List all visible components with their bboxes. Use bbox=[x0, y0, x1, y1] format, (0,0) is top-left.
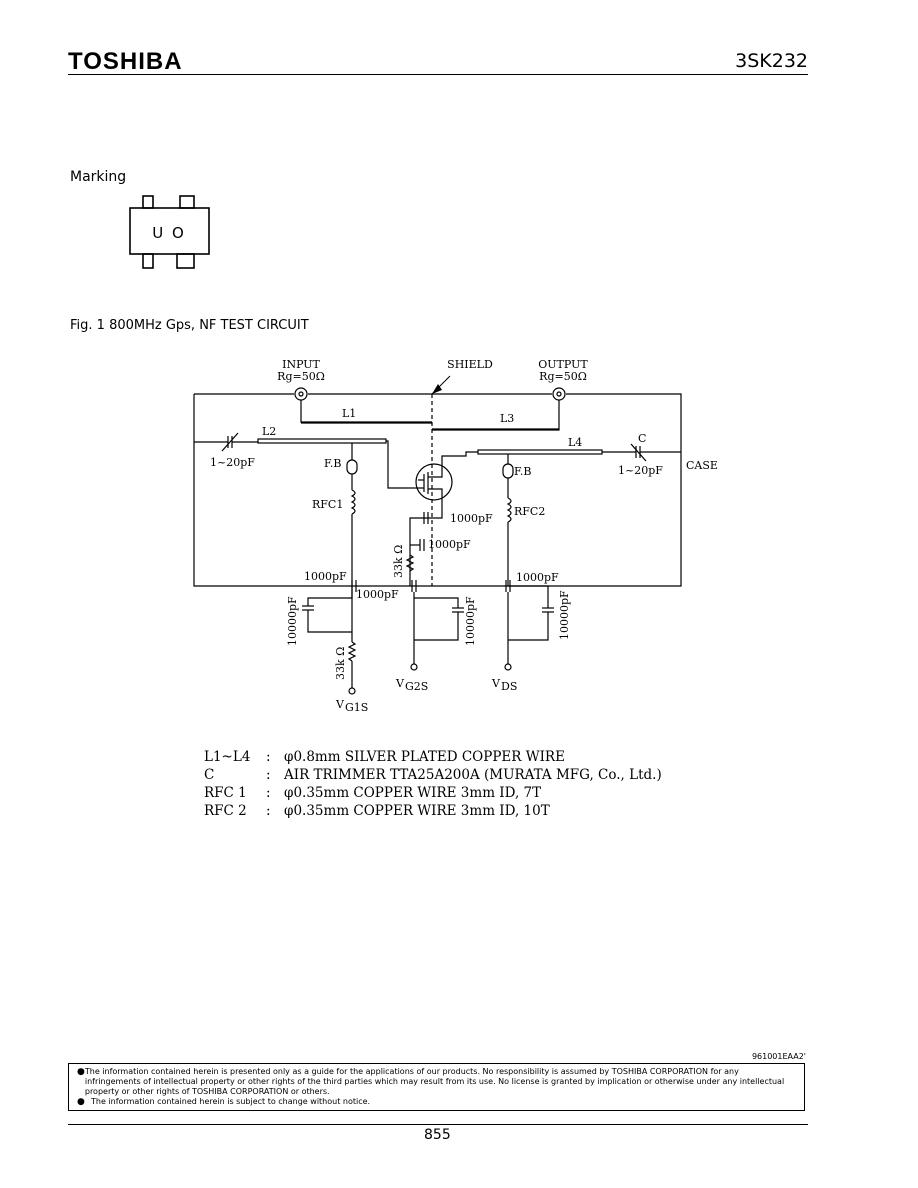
label-res-33k-g1: 33k Ω bbox=[334, 647, 347, 680]
legend-key: C bbox=[204, 767, 215, 783]
label-fb-left: F.B bbox=[324, 457, 342, 470]
marking-code: U O bbox=[152, 224, 186, 242]
label-vg1s: V bbox=[335, 698, 345, 711]
label-rfc1: RFC1 bbox=[312, 498, 343, 511]
legend-value: φ0.8mm SILVER PLATED COPPER WIRE bbox=[284, 749, 565, 765]
label-input-rg: Rg=50Ω bbox=[277, 370, 325, 383]
test-circuit-diagram: INPUT Rg=50Ω SHIELD OUTPUT Rg=50Ω L1 L2 … bbox=[193, 358, 718, 714]
label-vg2s-sub: G2S bbox=[405, 680, 428, 693]
label-c: C bbox=[638, 432, 646, 445]
label-cap-1000-g2: 1000pF bbox=[356, 588, 399, 601]
label-trimmer-left: 1~20pF bbox=[210, 456, 255, 469]
label-cap-1000-g1: 1000pF bbox=[304, 570, 347, 583]
disclaimer-box: ● The information contained herein is pr… bbox=[68, 1063, 805, 1111]
legend-row: C : AIR TRIMMER TTA25A200A (MURATA MFG, … bbox=[204, 766, 662, 784]
component-legend: L1~L4 : φ0.8mm SILVER PLATED COPPER WIRE… bbox=[204, 748, 662, 820]
label-output-rg: Rg=50Ω bbox=[539, 370, 587, 383]
label-l1: L1 bbox=[342, 407, 356, 420]
marking-label: Marking bbox=[70, 169, 127, 185]
legend-key: RFC 2 bbox=[204, 803, 247, 819]
disclaimer-text: The information contained herein is subj… bbox=[91, 1097, 371, 1106]
legend-sep: : bbox=[266, 803, 271, 819]
brand-logo: TOSHIBA bbox=[68, 48, 183, 75]
bullet-icon: ● bbox=[77, 1097, 85, 1107]
bullet-icon: ● bbox=[77, 1067, 85, 1077]
label-res-33k-source: 33k Ω bbox=[392, 545, 405, 578]
legend-row: RFC 1 : φ0.35mm COPPER WIRE 3mm ID, 7T bbox=[204, 784, 662, 802]
marking-package-drawing: U O bbox=[129, 195, 210, 269]
label-vg1s-sub: G1S bbox=[345, 701, 368, 714]
legend-sep: : bbox=[266, 749, 271, 765]
label-cap-10000-ds: 10000pF bbox=[558, 590, 571, 640]
label-input: INPUT bbox=[282, 358, 320, 371]
label-cap-1000-drain: 1000pF bbox=[450, 512, 493, 525]
page-number: 855 bbox=[424, 1127, 451, 1143]
legend-row: L1~L4 : φ0.8mm SILVER PLATED COPPER WIRE bbox=[204, 748, 662, 766]
disclaimer-item: ● The information contained herein is su… bbox=[77, 1097, 796, 1107]
label-l4: L4 bbox=[568, 436, 582, 449]
legend-key: RFC 1 bbox=[204, 785, 247, 801]
legend-sep: : bbox=[266, 785, 271, 801]
label-cap-10000-g2: 10000pF bbox=[464, 596, 477, 646]
label-l3: L3 bbox=[500, 412, 514, 425]
legend-sep: : bbox=[266, 767, 271, 783]
document-code: 961001EAA2' bbox=[751, 1052, 806, 1061]
figure-title: Fig. 1 800MHz Gps, NF TEST CIRCUIT bbox=[70, 318, 309, 333]
label-vg2s: V bbox=[395, 677, 405, 690]
legend-value: φ0.35mm COPPER WIRE 3mm ID, 10T bbox=[284, 803, 550, 819]
legend-key: L1~L4 bbox=[204, 749, 251, 765]
header-divider bbox=[68, 74, 808, 75]
footer-divider bbox=[68, 1124, 808, 1125]
label-cap-1000-source: 1000pF bbox=[428, 538, 471, 551]
label-output: OUTPUT bbox=[538, 358, 588, 371]
legend-row: RFC 2 : φ0.35mm COPPER WIRE 3mm ID, 10T bbox=[204, 802, 662, 820]
label-trimmer-right: 1~20pF bbox=[618, 464, 663, 477]
label-shield: SHIELD bbox=[447, 358, 493, 371]
disclaimer-item: ● The information contained herein is pr… bbox=[77, 1067, 796, 1097]
label-fb-right: F.B bbox=[514, 465, 532, 478]
part-number: 3SK232 bbox=[735, 50, 808, 72]
label-rfc2: RFC2 bbox=[514, 505, 545, 518]
label-case: CASE bbox=[686, 459, 718, 472]
legend-value: φ0.35mm COPPER WIRE 3mm ID, 7T bbox=[284, 785, 542, 801]
label-cap-1000-ds: 1000pF bbox=[516, 571, 559, 584]
legend-value: AIR TRIMMER TTA25A200A (MURATA MFG, Co.,… bbox=[284, 767, 662, 783]
disclaimer-text: The information contained herein is pres… bbox=[84, 1067, 785, 1096]
label-vds: V bbox=[491, 677, 501, 690]
label-l2: L2 bbox=[262, 425, 276, 438]
label-cap-10000-g1: 10000pF bbox=[286, 596, 299, 646]
label-vds-sub: DS bbox=[501, 680, 517, 693]
